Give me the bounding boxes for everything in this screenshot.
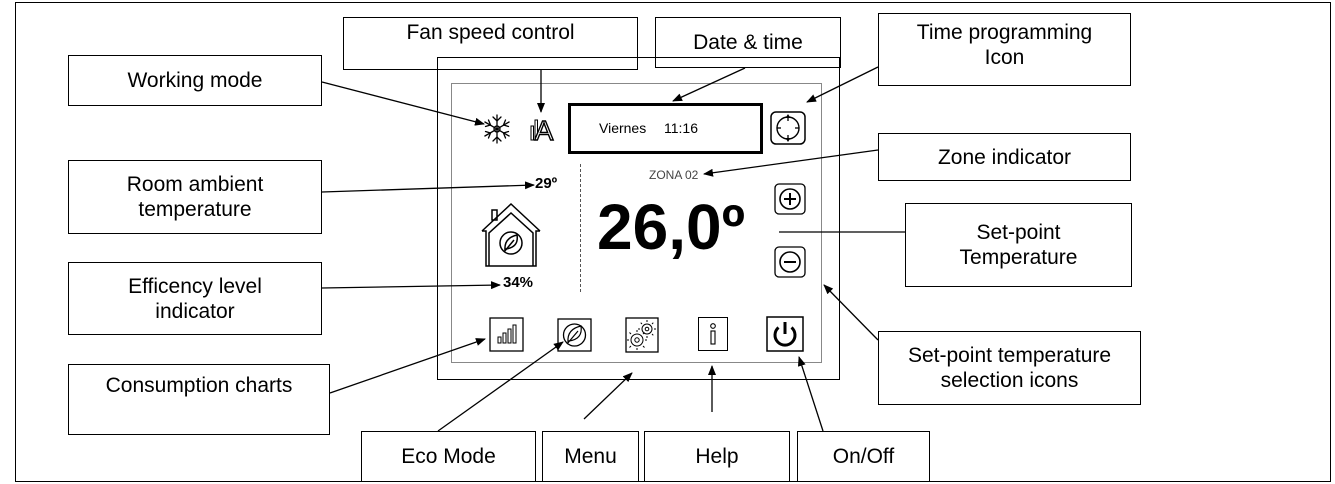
gears-icon[interactable] [625, 317, 659, 353]
arrow-on-off [797, 356, 824, 432]
label-on-off: On/Off [797, 431, 930, 482]
label-consumption-charts: Consumption charts [68, 364, 330, 435]
thermostat-screen [451, 83, 822, 363]
label-working-mode: Working mode [68, 55, 322, 106]
fan-mode-letter: A [535, 115, 554, 142]
info-icon[interactable]: i [698, 317, 728, 351]
clock-program-icon[interactable] [770, 111, 806, 145]
minus-icon[interactable] [774, 246, 806, 278]
day-text: Viernes [599, 120, 647, 136]
room-temperature-value: 29º [535, 175, 558, 192]
setpoint-value: 26,0º [597, 191, 745, 263]
fan-auto-icon[interactable]: A [530, 112, 556, 147]
plus-icon[interactable] [774, 183, 806, 215]
label-help: Help [644, 431, 790, 482]
arrow-time-programming [806, 66, 879, 103]
label-fan-speed: Fan speed control [343, 17, 638, 70]
efficiency-value: 34% [503, 274, 534, 291]
label-eco-mode: Eco Mode [361, 431, 536, 482]
arrow-zone [703, 149, 879, 177]
arrow-efficiency [321, 281, 501, 290]
arrow-consumption [329, 338, 486, 394]
zone-text: ZONA 02 [649, 168, 699, 182]
arrow-room-temp [321, 181, 535, 193]
time-text: 11:16 [664, 120, 698, 136]
snowflake-icon[interactable] [480, 112, 514, 146]
power-icon[interactable] [766, 316, 804, 352]
thermostat-device [437, 57, 840, 380]
arrow-setpoint-selection [823, 284, 879, 341]
bar-chart-icon[interactable] [489, 317, 524, 352]
arrow-menu [583, 372, 633, 420]
arrow-eco-mode [437, 341, 564, 432]
label-menu: Menu [542, 431, 639, 482]
label-zone-indicator: Zone indicator [878, 133, 1131, 181]
arrow-date-time [672, 67, 746, 102]
house-leaf-icon [481, 202, 541, 267]
arrow-working-mode [321, 81, 485, 126]
date-time-display[interactable]: Viernes 11:16 [568, 103, 763, 154]
screen-divider [580, 164, 581, 292]
label-date-time: Date & time [655, 17, 841, 68]
